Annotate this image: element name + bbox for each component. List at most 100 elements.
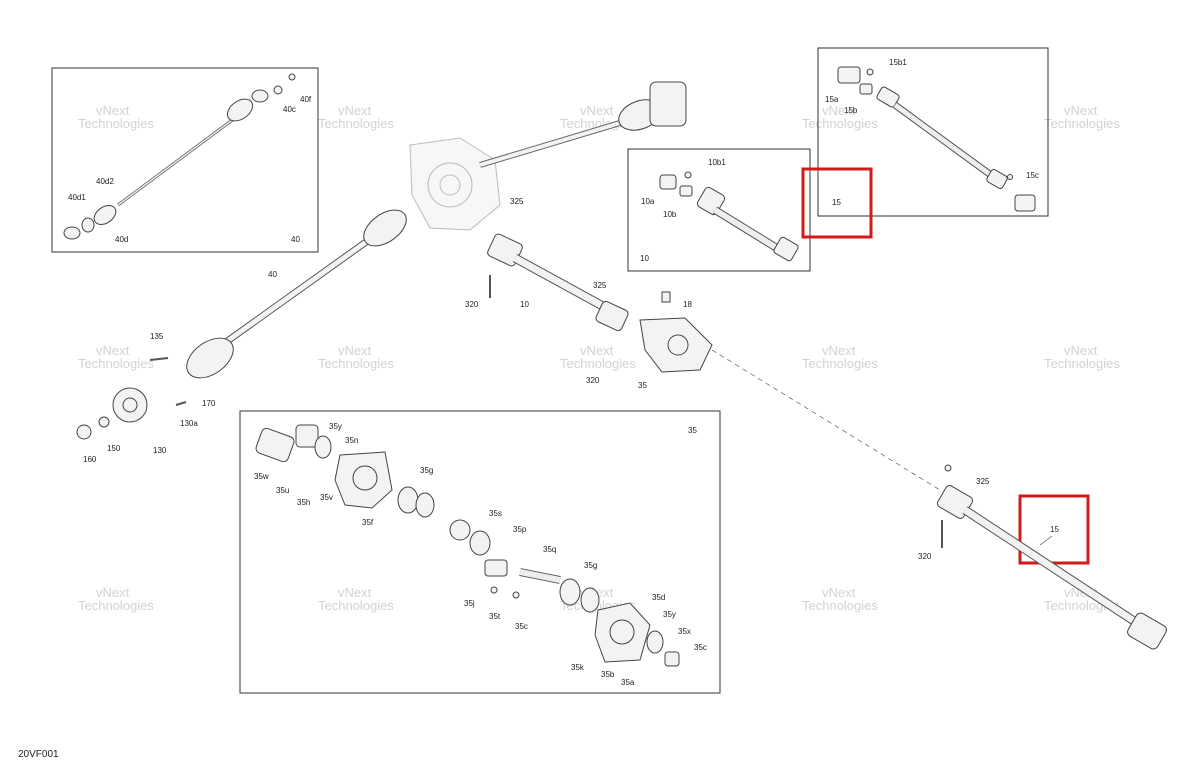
gearbox-35 xyxy=(639,291,713,373)
callout-10b: 10b xyxy=(663,210,677,219)
callout-35y: 35y xyxy=(329,422,342,431)
callout-35y: 35y xyxy=(663,610,676,619)
callout-320: 320 xyxy=(586,376,600,385)
callout-35g: 35g xyxy=(420,466,433,475)
svg-text:Technologies: Technologies xyxy=(318,598,394,613)
callout-40d2: 40d2 xyxy=(96,177,114,186)
callout-40f: 40f xyxy=(300,95,312,104)
svg-text:vNext: vNext xyxy=(96,585,130,600)
callout-35p: 35p xyxy=(513,525,527,534)
svg-text:vNext: vNext xyxy=(580,103,614,118)
main-callouts: 325 320 10 325 18 320 35 40 135 170 130a… xyxy=(83,197,990,561)
inset-box-40[interactable]: 40f 40c 40d2 40d1 40d 40 xyxy=(51,67,319,253)
callout-10a: 10a xyxy=(641,197,655,206)
propeller-shaft-15-detail xyxy=(837,66,1036,212)
highlight-frame xyxy=(801,167,873,239)
svg-text:Technologies: Technologies xyxy=(78,116,154,131)
inset-label-10: 10 xyxy=(640,254,649,263)
callout-35a: 35a xyxy=(621,678,635,687)
callout-35w: 35w xyxy=(254,472,269,481)
callout-135: 135 xyxy=(150,332,164,341)
callout-170: 170 xyxy=(202,399,216,408)
callout-325: 325 xyxy=(510,197,524,206)
callout-40c: 40c xyxy=(283,105,296,114)
callout-325: 325 xyxy=(593,281,607,290)
inset-label-35: 35 xyxy=(688,426,697,435)
highlight-15-upper[interactable]: 15 xyxy=(801,167,873,239)
callout-35b: 35b xyxy=(601,670,615,679)
callout-35d: 35d xyxy=(652,593,665,602)
svg-text:vNext: vNext xyxy=(338,103,372,118)
svg-text:Technologies: Technologies xyxy=(802,116,878,131)
svg-text:Technologies: Technologies xyxy=(318,356,394,371)
svg-text:vNext: vNext xyxy=(822,103,856,118)
callout-150: 150 xyxy=(107,444,121,453)
callout-35q: 35q xyxy=(543,545,556,554)
svg-text:vNext: vNext xyxy=(96,103,130,118)
callout-35u: 35u xyxy=(276,486,289,495)
callout-35: 35 xyxy=(638,381,647,390)
callout-40d1: 40d1 xyxy=(68,193,86,202)
inset-box-10[interactable]: 10b1 10a 10b 10 xyxy=(627,148,811,272)
callout-10b1: 10b1 xyxy=(708,158,726,167)
svg-text:Technologies: Technologies xyxy=(78,356,154,371)
inset-box-15[interactable]: 15b1 15a 15b 15c xyxy=(817,47,1049,217)
propeller-shaft-10 xyxy=(487,233,629,332)
drive-shaft-40 xyxy=(186,209,407,379)
inset-box-35[interactable]: 35 35y 35n 35w 35u 35h 35v 35f 35g 35s 3… xyxy=(239,410,721,694)
svg-text:Technologies: Technologies xyxy=(560,356,636,371)
svg-text:vNext: vNext xyxy=(338,343,372,358)
callout-35s: 35s xyxy=(489,509,502,518)
inset-frame xyxy=(627,148,811,272)
callout-15b1: 15b1 xyxy=(889,58,907,67)
highlight-15-lower[interactable]: 15 xyxy=(1018,494,1090,565)
svg-text:vNext: vNext xyxy=(1064,103,1098,118)
callout-10: 10 xyxy=(520,300,529,309)
callout-35j: 35j xyxy=(464,599,475,608)
inset-frame xyxy=(51,67,319,253)
callout-40: 40 xyxy=(268,270,277,279)
callout-18: 18 xyxy=(683,300,692,309)
svg-text:Technologies: Technologies xyxy=(802,356,878,371)
callout-160: 160 xyxy=(83,455,97,464)
callout-35c: 35c xyxy=(694,643,707,652)
callout-35t: 35t xyxy=(489,612,501,621)
svg-text:Technologies: Technologies xyxy=(318,116,394,131)
svg-text:vNext: vNext xyxy=(822,585,856,600)
svg-text:Technologies: Technologies xyxy=(802,598,878,613)
diagram-code: 20VF001 xyxy=(18,749,59,760)
callout-35f: 35f xyxy=(362,518,374,527)
inset-label-40: 40 xyxy=(291,235,300,244)
callout-320: 320 xyxy=(465,300,479,309)
inset-frame xyxy=(239,410,721,694)
callout-320: 320 xyxy=(918,552,932,561)
svg-text:Technologies: Technologies xyxy=(78,598,154,613)
callout-35k: 35k xyxy=(571,663,585,672)
highlight-frame xyxy=(1018,494,1090,565)
callout-35g: 35g xyxy=(584,561,597,570)
callout-15c: 15c xyxy=(1026,171,1039,180)
propeller-shaft-10-detail xyxy=(659,171,799,262)
svg-text:vNext: vNext xyxy=(822,343,856,358)
svg-text:Technologies: Technologies xyxy=(1044,356,1120,371)
front-shaft-upper xyxy=(479,81,687,168)
front-differential-ghost xyxy=(409,137,501,231)
callout-130a: 130a xyxy=(180,419,198,428)
svg-text:vNext: vNext xyxy=(1064,343,1098,358)
leader-line xyxy=(1039,535,1053,546)
wheel-hub-130 xyxy=(76,357,187,440)
